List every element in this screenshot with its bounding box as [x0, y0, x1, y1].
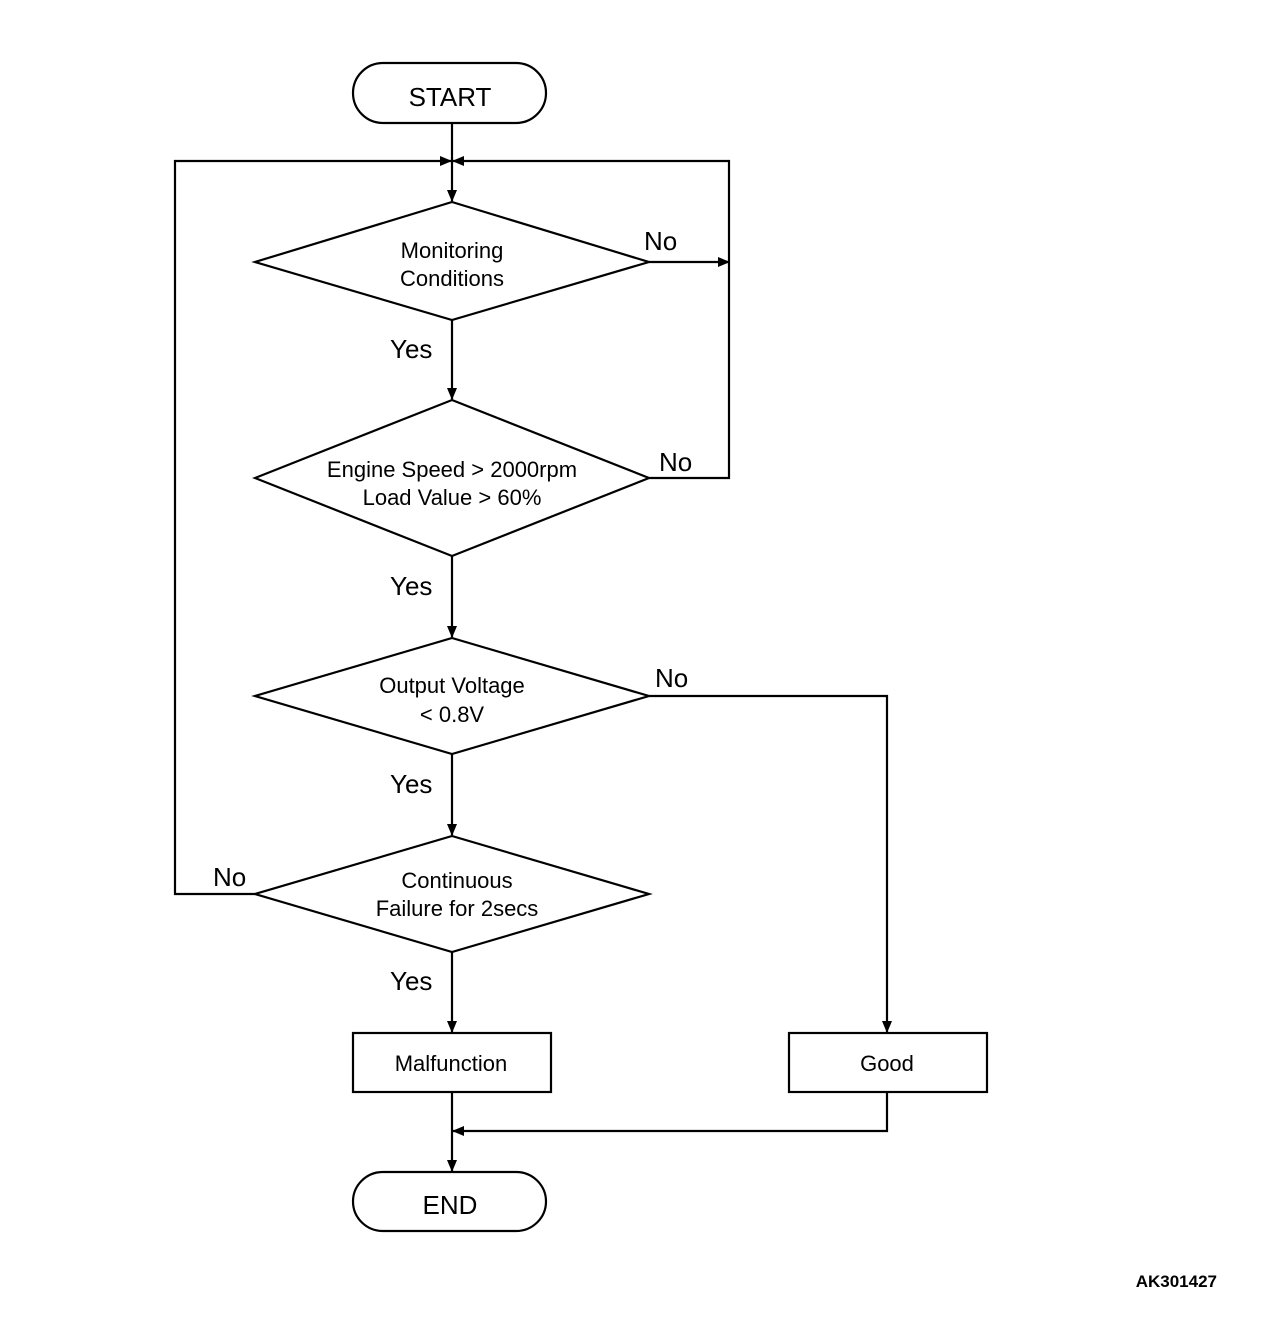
engine-speed-line2: Load Value > 60% [363, 485, 542, 510]
continuous-failure-line2: Failure for 2secs [376, 896, 539, 921]
end-terminal [351, 1170, 548, 1233]
voltage-no-label: No [655, 663, 688, 693]
engine-no-label: No [659, 447, 692, 477]
continuous-failure-decision [251, 834, 653, 954]
engine-yes-label: Yes [390, 571, 432, 601]
continuous-no-label: No [213, 862, 246, 892]
voltage-no-connector [649, 694, 892, 1033]
engine-speed-line1: Engine Speed > 2000rpm [327, 457, 577, 482]
monitoring-no-label: No [644, 226, 677, 256]
malfunction-label: Malfunction [395, 1051, 508, 1076]
monitoring-conditions-line2: Conditions [400, 266, 504, 291]
end-label: END [423, 1190, 478, 1220]
good-to-end-connector [452, 1092, 889, 1136]
continuous-failure-line1: Continuous [401, 868, 512, 893]
good-label: Good [860, 1051, 914, 1076]
continuous-no-loop [173, 156, 452, 896]
start-terminal [351, 61, 548, 125]
monitoring-yes-label: Yes [390, 334, 432, 364]
output-voltage-line2: < 0.8V [420, 702, 485, 727]
continuous-yes-label: Yes [390, 966, 432, 996]
engine-no-loop [452, 156, 731, 480]
figure-code: AK301427 [1136, 1272, 1217, 1291]
voltage-yes-label: Yes [390, 769, 432, 799]
output-voltage-line1: Output Voltage [379, 673, 525, 698]
start-label: START [409, 82, 492, 112]
monitoring-conditions-line1: Monitoring [401, 238, 504, 263]
